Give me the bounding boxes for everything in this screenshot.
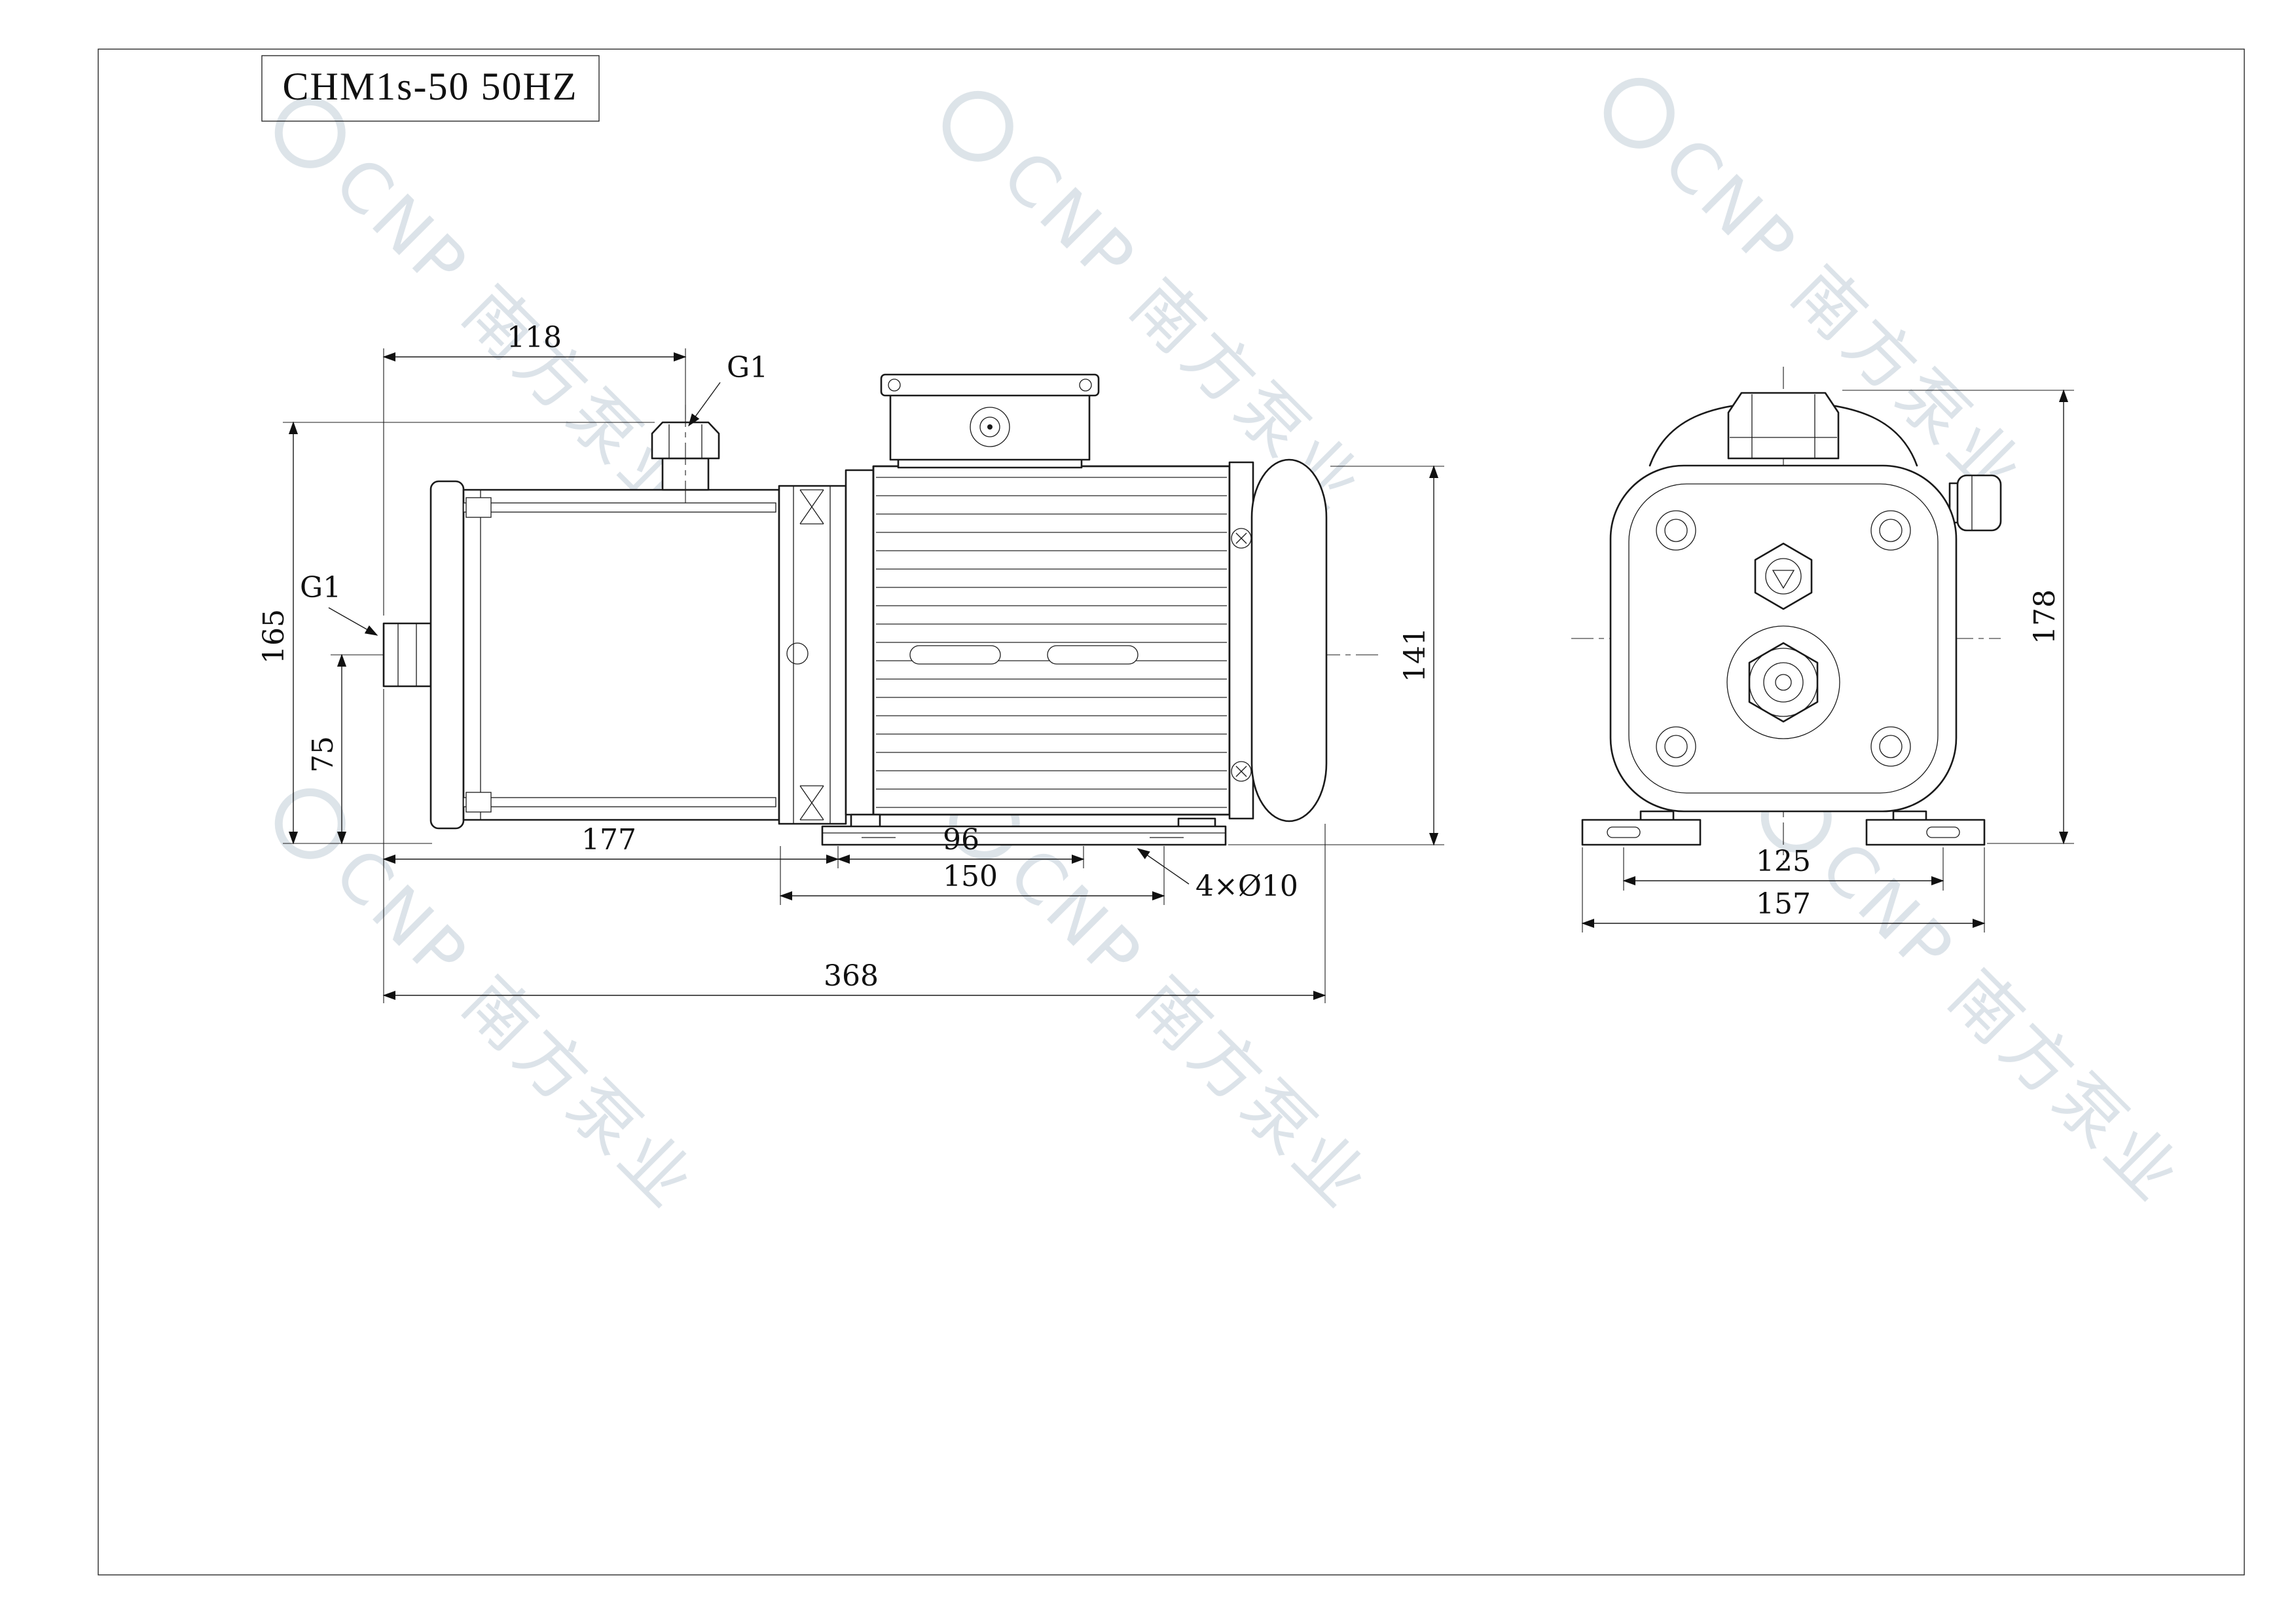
dim-label-150: 150 (943, 860, 998, 893)
dim-label-125: 125 (1756, 845, 1811, 878)
motor-slot (1047, 645, 1139, 665)
rear-endbell (1228, 458, 1328, 822)
dim-75: 75 (306, 654, 371, 845)
side-port-plug (1948, 474, 2002, 532)
motor-body (845, 465, 1231, 816)
dim-368: 368 (382, 824, 1326, 1003)
shaft-hub (1726, 625, 1840, 739)
dim-96: 96 (837, 823, 1085, 868)
end-view-feet (1581, 810, 1986, 846)
side-view (331, 373, 1381, 846)
motor-face (1609, 464, 1958, 813)
corner-bolts (1656, 510, 1911, 767)
discharge-port (651, 405, 720, 506)
top-hex-plug (1727, 392, 1840, 460)
suction-port (382, 622, 432, 688)
pump-barrel (462, 489, 780, 821)
watermark-text: CNP 南方泵业 (1805, 826, 2198, 1219)
corner-bolt-icon (1656, 726, 1696, 767)
leader-g1-suction: G1 (300, 571, 378, 636)
drawing-title: CHM1s-50 50HZ (282, 65, 577, 108)
end-view (1571, 367, 2002, 864)
dim-label-141: 141 (1398, 627, 1432, 682)
watermark-text: CNP 南方泵业 (1648, 122, 2041, 515)
watermark-text: CNP 南方泵业 (319, 832, 712, 1225)
dim-177: 177 (382, 689, 839, 1003)
dim-label-g1-suction: G1 (300, 571, 341, 604)
dim-178: 178 (1842, 389, 2074, 845)
corner-bolt-icon (1870, 726, 1911, 767)
dim-label-96: 96 (943, 823, 979, 857)
box-screw-icon (888, 378, 901, 392)
foot-slot (1926, 826, 1960, 838)
cnp-logo-watermark-icon: CNP 南方泵业 (274, 97, 712, 534)
corner-bolt-icon (1656, 510, 1696, 551)
motor-fins (876, 475, 1227, 812)
dim-141: 141 (1228, 465, 1444, 846)
dim-157: 157 (1581, 847, 1986, 932)
watermark-text: CNP 南方泵业 (993, 832, 1386, 1225)
cnp-logo-watermark-icon: CNP 南方泵业 (274, 788, 712, 1225)
motor-slot (909, 645, 1001, 665)
title-block: CHM1s-50 50HZ (261, 55, 600, 122)
dim-165: 165 (257, 421, 655, 845)
dim-label-165: 165 (257, 609, 291, 664)
dim-118: 118 (382, 321, 687, 616)
leader-holes: 4×Ø10 (1137, 848, 1298, 903)
sheet-frame (98, 48, 2245, 1576)
terminal-box (880, 373, 1100, 469)
dim-label-118: 118 (507, 321, 562, 354)
dim-150: 150 (779, 846, 1165, 905)
lantern-bracket (778, 485, 847, 825)
foot-slot (1607, 826, 1641, 838)
dim-label-holes: 4×Ø10 (1195, 870, 1298, 903)
dimensions: 118 G1 165 G1 75 177 (257, 321, 2074, 1003)
dim-125: 125 (1622, 845, 1944, 891)
box-screw-icon (1079, 378, 1092, 392)
leader-g1-top: G1 (688, 351, 768, 427)
dim-label-75: 75 (306, 736, 340, 773)
dim-label-g1-top: G1 (727, 351, 768, 384)
dim-label-178: 178 (2028, 589, 2062, 644)
dim-label-177: 177 (581, 823, 636, 857)
corner-bolt-icon (1870, 510, 1911, 551)
dim-label-368: 368 (824, 959, 879, 993)
center-hex-bolt (1754, 542, 1813, 610)
mounting-base (821, 813, 1227, 846)
dim-label-157: 157 (1756, 887, 1811, 921)
pump-front-cover (429, 480, 465, 830)
